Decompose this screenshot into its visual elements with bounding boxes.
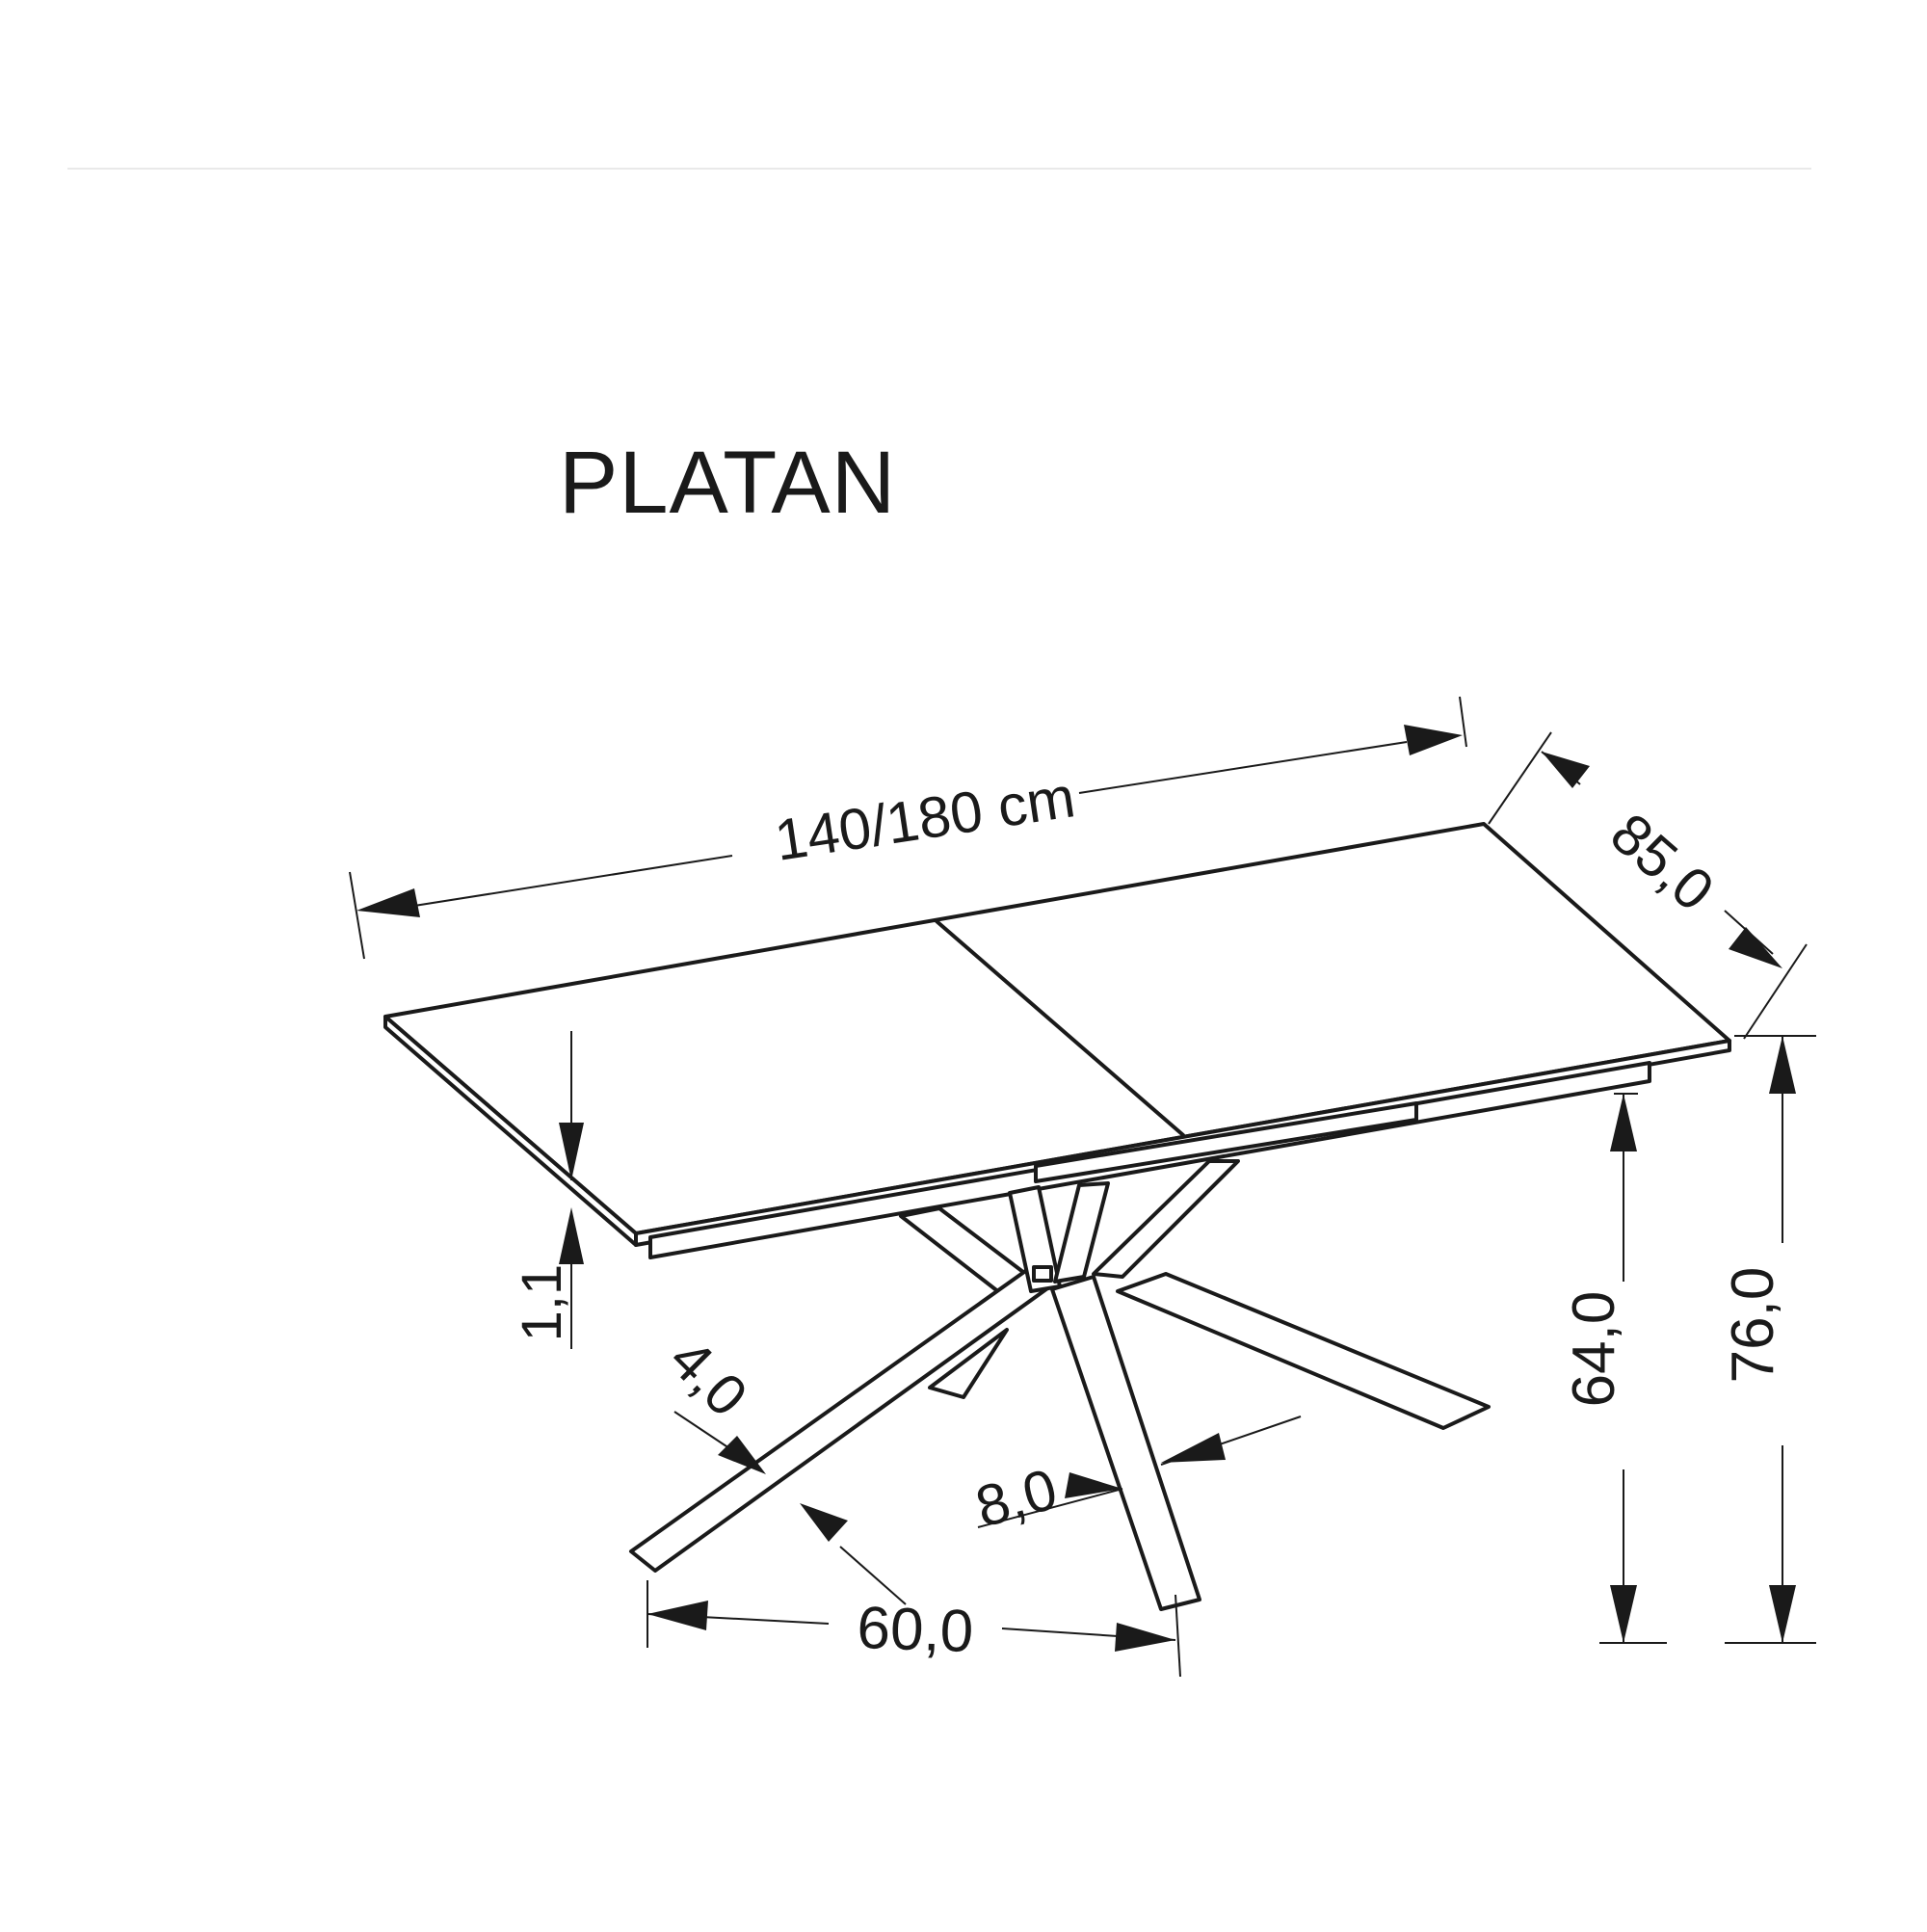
dim-total-height-label: 76,0	[1720, 1267, 1786, 1384]
dim-leg-height: 64,0	[1561, 1093, 1667, 1644]
table-base	[629, 1159, 1491, 1611]
dim-base-span: 60,0	[647, 1580, 1181, 1678]
dim-leg-depth-label: 8,0	[969, 1456, 1064, 1539]
strut-right	[1092, 1159, 1240, 1279]
strut-center	[1053, 1181, 1110, 1284]
extension-seam	[935, 919, 1185, 1137]
leg-front-right	[1050, 1275, 1201, 1611]
top-divider	[67, 168, 1811, 170]
dim-depth-label: 85,0	[1598, 801, 1726, 923]
center-joint	[1032, 1265, 1053, 1283]
leg-back-left-foot	[928, 1328, 1009, 1399]
leg-back-right	[1116, 1272, 1491, 1430]
dim-length-label: 140/180 cm	[771, 764, 1079, 873]
table-top	[383, 822, 1731, 1259]
dim-top-thickness-label: 1,1	[511, 1264, 573, 1342]
dim-total-height: 76,0	[1720, 1035, 1816, 1644]
dim-leg-width-label: 4,0	[657, 1326, 759, 1428]
dim-base-span-label: 60,0	[856, 1595, 974, 1665]
product-title: PLATAN	[559, 434, 897, 532]
dim-leg-height-label: 64,0	[1561, 1291, 1627, 1408]
dim-top-thickness: 1,1	[511, 1031, 584, 1349]
